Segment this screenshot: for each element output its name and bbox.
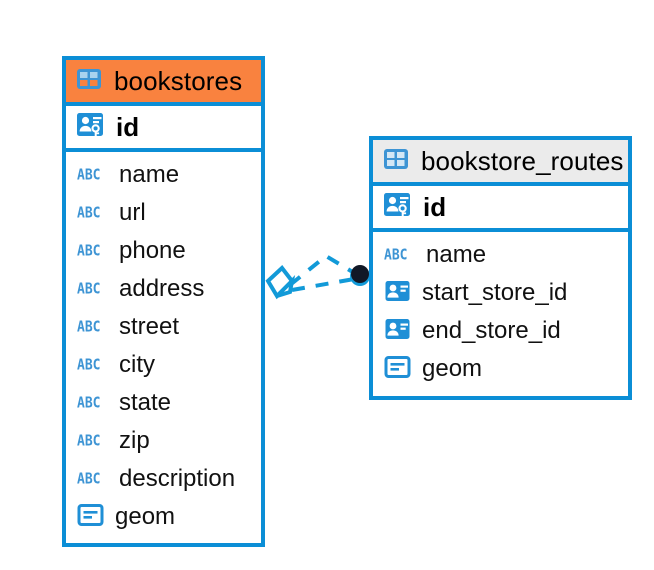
- table-bookstore-routes[interactable]: bookstore_routes id ABC name: [369, 136, 632, 400]
- field-label: url: [119, 199, 146, 226]
- field-row[interactable]: geom: [66, 498, 261, 536]
- field-row[interactable]: ABC city: [66, 346, 261, 384]
- field-row[interactable]: ABC state: [66, 384, 261, 422]
- filled-circle-marker: [350, 265, 370, 286]
- field-row[interactable]: ABC zip: [66, 422, 261, 460]
- abc-icon: ABC: [77, 394, 101, 412]
- field-row[interactable]: ABC description: [66, 460, 261, 498]
- field-label: city: [119, 351, 155, 378]
- field-row[interactable]: ABC address: [66, 270, 261, 308]
- field-row[interactable]: ABC phone: [66, 232, 261, 270]
- abc-icon: ABC: [77, 204, 101, 222]
- primary-key-label: id: [423, 191, 447, 222]
- primary-key-label: id: [116, 111, 140, 142]
- primary-key-icon: [383, 191, 413, 224]
- abc-icon: ABC: [77, 280, 101, 298]
- table-header-bookstore-routes[interactable]: bookstore_routes: [373, 140, 628, 186]
- table-icon: [76, 68, 102, 95]
- abc-icon: ABC: [77, 470, 101, 488]
- field-label: phone: [119, 237, 186, 264]
- geometry-icon: [77, 503, 105, 532]
- field-label: zip: [119, 427, 150, 454]
- field-row[interactable]: ABC name: [373, 236, 628, 274]
- field-label: address: [119, 275, 205, 302]
- field-list-bookstore-routes: ABC name start_store_id: [373, 232, 628, 392]
- table-icon: [383, 148, 409, 175]
- primary-key-icon: [76, 111, 106, 144]
- table-title: bookstores: [114, 65, 243, 96]
- foreign-key-icon: [384, 317, 412, 346]
- field-row[interactable]: geom: [373, 350, 628, 388]
- table-header-bookstores[interactable]: bookstores: [66, 60, 261, 106]
- table-bookstores[interactable]: bookstores id ABC name: [62, 56, 265, 547]
- field-label: description: [119, 465, 236, 492]
- abc-icon: ABC: [77, 242, 101, 260]
- abc-icon: ABC: [77, 318, 101, 336]
- field-label: geom: [115, 503, 176, 530]
- field-label: name: [119, 161, 180, 188]
- field-row[interactable]: start_store_id: [373, 274, 628, 312]
- abc-icon: ABC: [77, 166, 101, 184]
- field-row[interactable]: ABC name: [66, 156, 261, 194]
- field-row[interactable]: end_store_id: [373, 312, 628, 350]
- primary-key-row-bookstores[interactable]: id: [66, 106, 261, 152]
- table-title: bookstore_routes: [421, 145, 624, 176]
- field-label: name: [426, 241, 487, 268]
- relationship-line-upper: [288, 253, 358, 287]
- field-label: end_store_id: [422, 317, 561, 344]
- foreign-key-icon: [384, 279, 412, 308]
- field-row[interactable]: ABC street: [66, 308, 261, 346]
- field-list-bookstores: ABC name ABC url ABC phone ABC address A…: [66, 152, 261, 540]
- primary-key-row-bookstore-routes[interactable]: id: [373, 186, 628, 232]
- field-row[interactable]: ABC url: [66, 194, 261, 232]
- field-label: geom: [422, 355, 483, 382]
- field-label: start_store_id: [422, 279, 568, 306]
- diamond-marker: [265, 265, 296, 300]
- field-label: street: [119, 313, 180, 340]
- abc-icon: ABC: [77, 432, 101, 450]
- abc-icon: ABC: [77, 356, 101, 374]
- field-label: state: [119, 389, 172, 416]
- abc-icon: ABC: [384, 246, 408, 264]
- relationship-line-lower: [291, 277, 355, 292]
- geometry-icon: [384, 355, 412, 384]
